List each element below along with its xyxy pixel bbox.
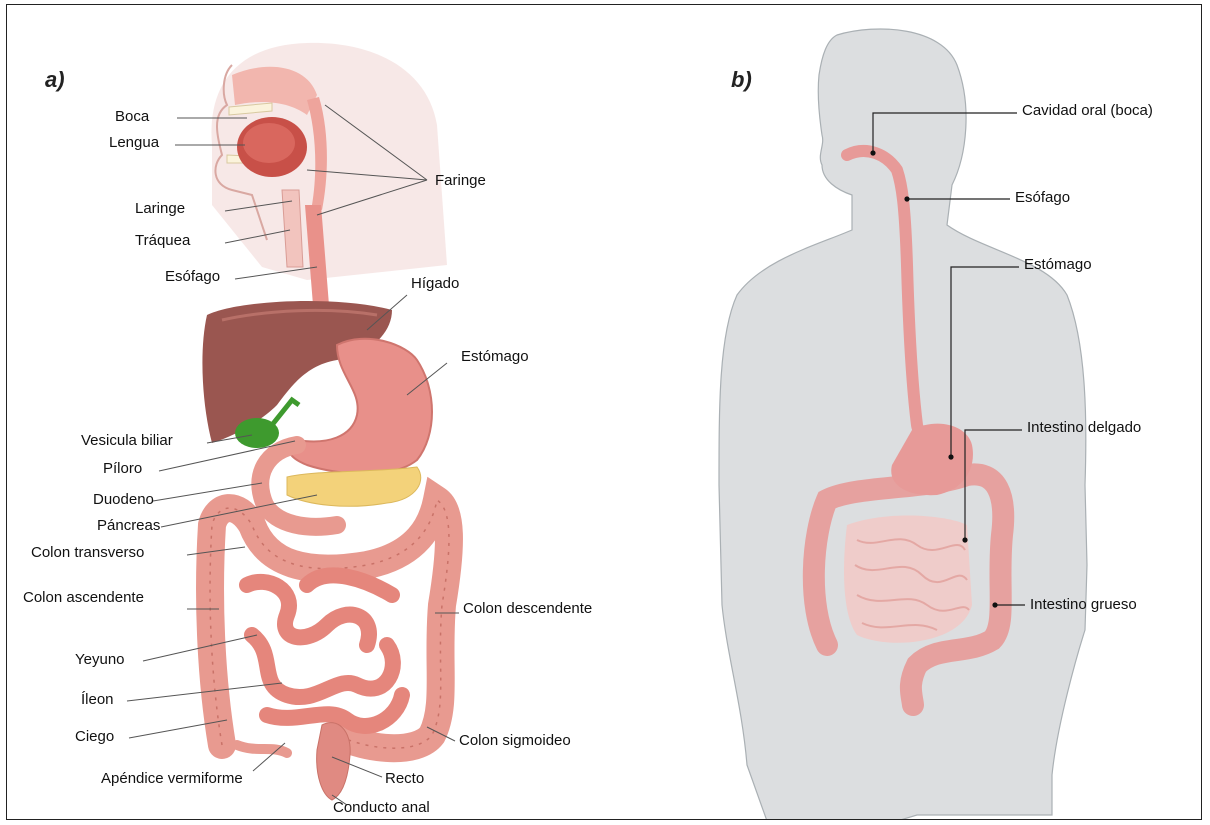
label-ciego: Ciego (75, 728, 114, 746)
label-estomago-a: Estómago (461, 348, 529, 366)
label-colon-transverso: Colon transverso (31, 544, 144, 562)
label-traquea: Tráquea (135, 232, 190, 250)
label-ileon: Íleon (81, 691, 114, 709)
pancreas (287, 467, 421, 506)
label-apendice: Apéndice vermiforme (101, 770, 243, 788)
label-colon-ascendente: Colon ascendente (23, 589, 144, 607)
label-conducto-anal: Conducto anal (333, 799, 430, 817)
label-intestino-grueso: Intestino grueso (1030, 596, 1137, 614)
label-intestino-delgado: Intestino delgado (1027, 419, 1141, 437)
label-colon-descendente: Colon descendente (463, 600, 592, 618)
panel-a-illustration (202, 43, 449, 800)
small-intestine (247, 575, 402, 726)
label-laringe: Laringe (135, 200, 185, 218)
label-estomago-b: Estómago (1024, 256, 1092, 274)
label-yeyuno: Yeyuno (75, 651, 125, 669)
label-piloro: Píloro (103, 460, 142, 478)
tongue-highlight (243, 123, 295, 163)
label-esofago-a: Esófago (165, 268, 220, 286)
panel-b-id: b) (731, 67, 752, 93)
figure-frame: a) b) Boca Lengua Faringe Laringe Tráque… (6, 4, 1202, 820)
label-pancreas: Páncreas (97, 517, 160, 535)
appendix (237, 745, 287, 753)
label-colon-sigmoideo: Colon sigmoideo (459, 732, 571, 750)
panel-a-id: a) (45, 67, 65, 93)
label-faringe: Faringe (435, 172, 486, 190)
label-cavidad-oral: Cavidad oral (boca) (1022, 102, 1153, 120)
label-recto: Recto (385, 770, 424, 788)
diagram-canvas (7, 5, 1202, 820)
label-lengua: Lengua (109, 134, 159, 152)
label-boca: Boca (115, 108, 149, 126)
label-higado: Hígado (411, 275, 459, 293)
rectum (317, 723, 351, 800)
label-duodeno: Duodeno (93, 491, 154, 509)
label-esofago-b: Esófago (1015, 189, 1070, 207)
label-vesicula: Vesicula biliar (81, 432, 173, 450)
